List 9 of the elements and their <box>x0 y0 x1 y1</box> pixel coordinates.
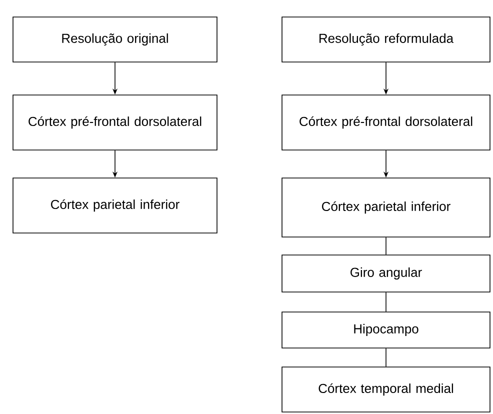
process-box: Hipocampo <box>282 312 490 348</box>
process-box: Giro angular <box>282 254 490 292</box>
process-box: Córtex pré-frontal dorsolateral <box>12 94 218 150</box>
process-box: Córtex pré-frontal dorsolateral <box>282 94 490 150</box>
process-box: Resolução reformulada <box>282 16 490 62</box>
process-box: Córtex parietal inferior <box>12 178 218 234</box>
process-box: Córtex temporal medial <box>282 366 490 412</box>
process-box: Resolução original <box>12 16 218 62</box>
process-box: Córtex parietal inferior <box>282 178 490 238</box>
